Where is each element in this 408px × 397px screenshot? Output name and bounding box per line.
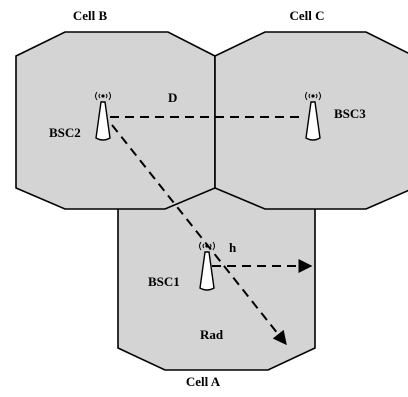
cell-a-label: Cell A [186,374,221,389]
bsc3-label: BSC3 [334,106,366,121]
cell-c-label: Cell C [289,8,324,23]
bsc1-tower-icon [199,241,215,291]
cell-b-label: Cell B [73,8,108,23]
bsc1-label: BSC1 [148,274,180,289]
distance-label: D [168,90,177,105]
bsc2-label: BSC2 [49,125,81,140]
radius-arrow [111,124,287,346]
bsc2-tower-icon [95,91,111,141]
bsc3-tower-icon [305,91,321,141]
height-label: h [229,240,237,255]
cell-b-hexagon [15,31,216,210]
radius-label: Rad [200,327,224,342]
